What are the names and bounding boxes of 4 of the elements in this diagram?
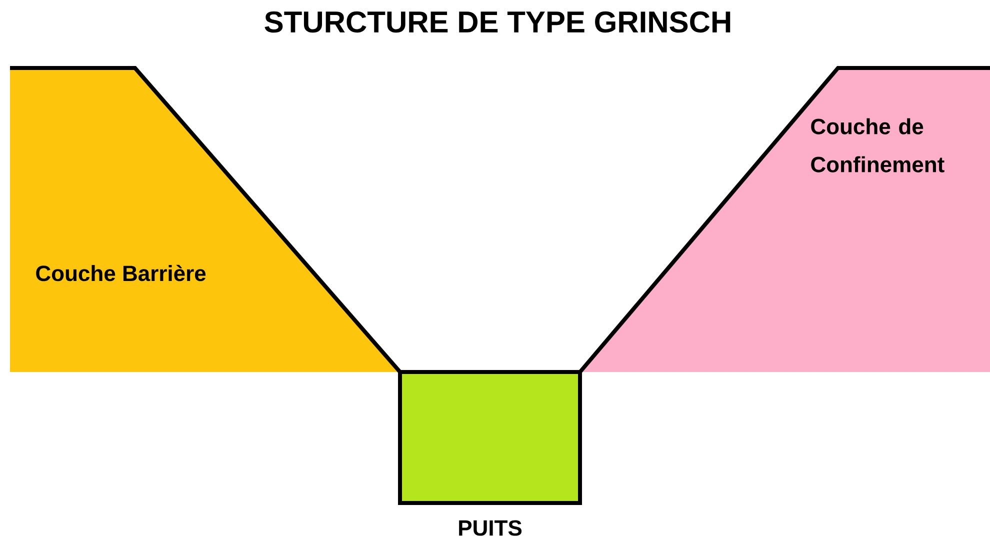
node-label: PUITS [459,520,522,536]
barrier-layer: Couche Barrière [10,66,402,374]
confinement-layer: Couche de Confinement [578,66,990,374]
title: STURCTURE DE TYPE GRINSCH [264,11,730,33]
